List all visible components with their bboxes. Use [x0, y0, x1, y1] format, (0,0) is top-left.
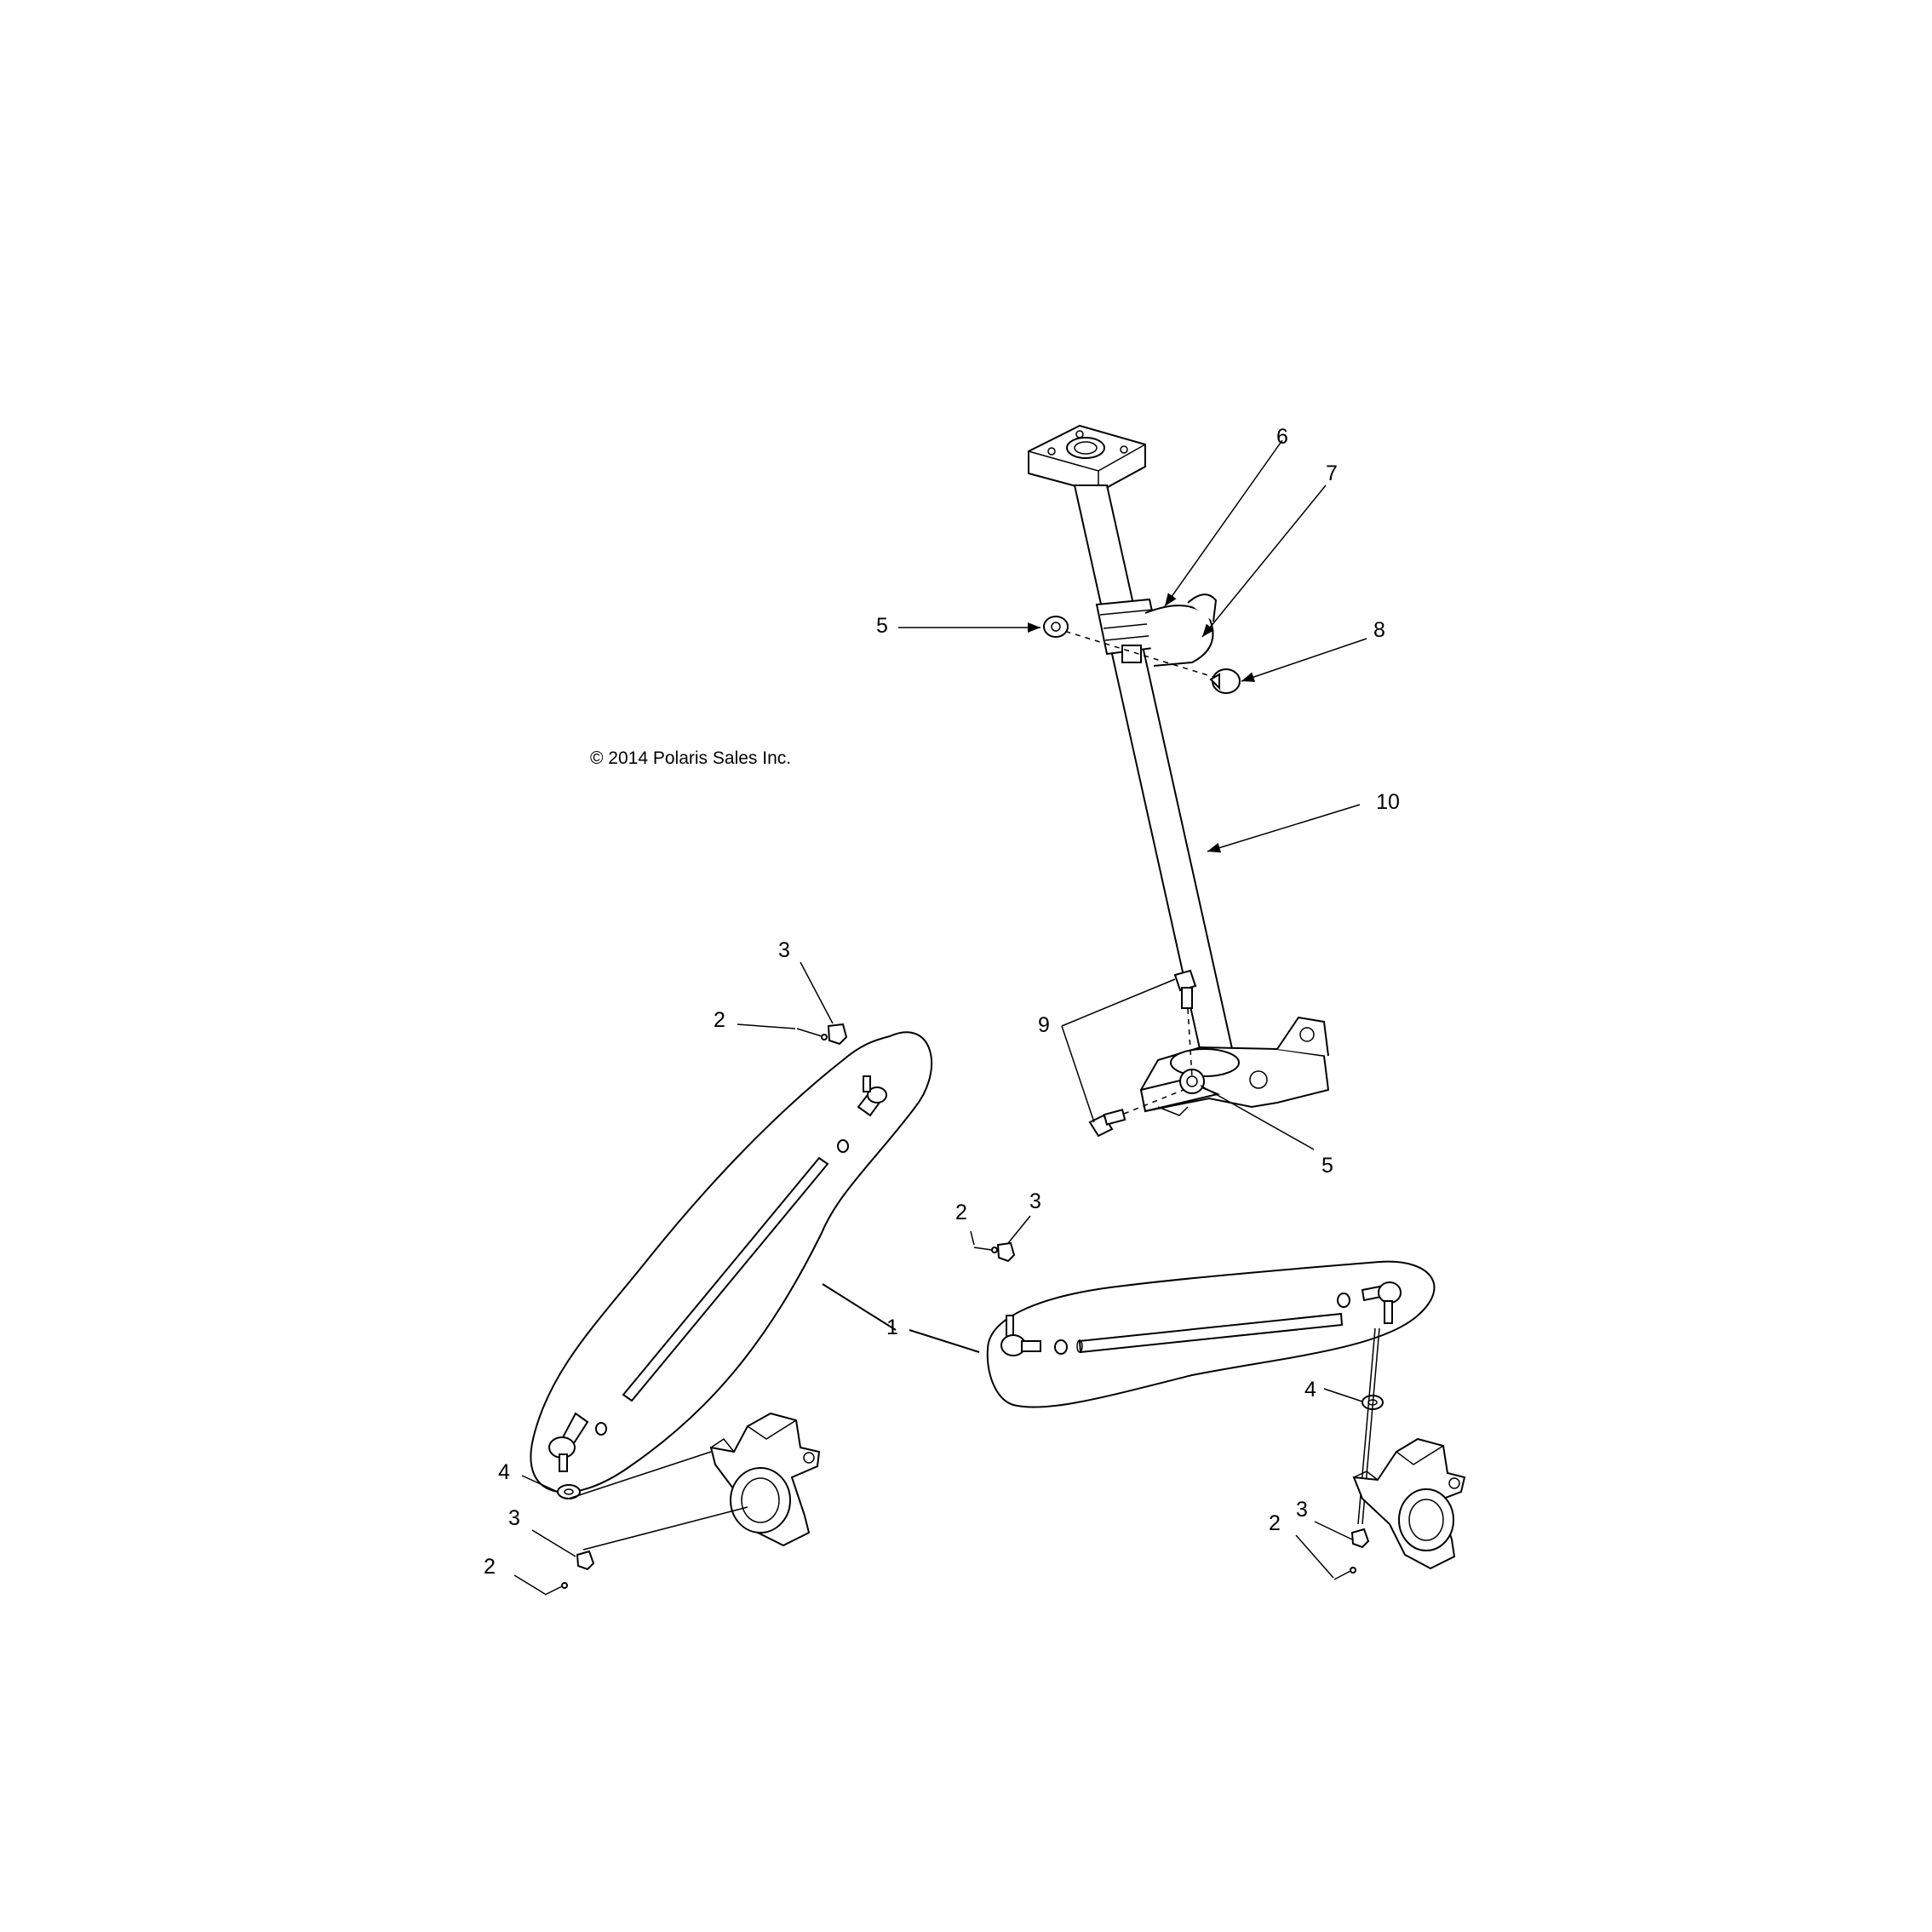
cotter-pin-bottom-left — [544, 1582, 568, 1596]
callout-3: 3 — [1296, 1498, 1308, 1522]
right-steering-knuckle — [1352, 1437, 1466, 1570]
callout-1: 1 — [886, 1316, 898, 1339]
steering-post-assembly — [1028, 424, 1330, 1138]
right-tie-rod-end-right — [1361, 1281, 1402, 1324]
left-steering-knuckle — [709, 1412, 821, 1547]
right-tie-rod-assembly — [986, 1260, 1436, 1408]
bearing-block — [1095, 598, 1161, 656]
left-tie-rod-end-upper — [857, 1075, 887, 1117]
callout-9: 9 — [1038, 1013, 1050, 1037]
cotter-pin-bottom-right — [1333, 1567, 1356, 1580]
steering-lower-base — [1139, 1016, 1330, 1116]
castle-nut-bottom-left — [576, 1550, 595, 1571]
callout-2: 2 — [1269, 1511, 1281, 1535]
callout-2: 2 — [484, 1555, 496, 1579]
left-jam-nut-lower — [595, 1422, 607, 1436]
callout-7: 7 — [1326, 462, 1338, 485]
callout-3: 3 — [508, 1506, 520, 1530]
pivot-plug — [1209, 668, 1241, 694]
callout-10: 10 — [1376, 790, 1400, 814]
castle-nut-bottom-right — [1350, 1528, 1370, 1549]
callout-6: 6 — [1276, 425, 1288, 449]
leader-lines — [513, 439, 1367, 1595]
flange-bolt-lower — [1088, 1109, 1127, 1138]
right-jam-nut-right — [1337, 1293, 1350, 1308]
callout-2: 2 — [955, 1201, 967, 1224]
callout-8: 8 — [1373, 618, 1385, 642]
left-jam-nut-upper — [837, 1139, 849, 1153]
flange-bolt-upper — [1173, 969, 1197, 1009]
cotter-pin-center — [973, 1247, 998, 1253]
cotter-pin-top-left — [796, 1028, 828, 1041]
callout-5: 5 — [876, 614, 888, 638]
steering-top-plate — [1028, 424, 1146, 494]
flange-nut-upper — [1043, 616, 1069, 638]
callout-3: 3 — [1029, 1190, 1041, 1213]
copyright-notice: © 2014 Polaris Sales Inc. — [590, 748, 791, 768]
callout-3: 3 — [778, 938, 790, 962]
callout-4: 4 — [1304, 1378, 1316, 1402]
left-tie-rod-assembly — [530, 1031, 933, 1493]
right-tie-rod-end-left — [1000, 1315, 1041, 1356]
bearing-clamp — [1121, 593, 1218, 667]
right-jam-nut-left — [1054, 1339, 1068, 1355]
castle-nut-center — [996, 1241, 1016, 1263]
steering-post-tube — [1073, 484, 1236, 1061]
callout-4: 4 — [498, 1460, 510, 1484]
callout-2: 2 — [714, 1008, 725, 1032]
callout-labels: 1 2 2 2 2 3 3 3 3 4 4 5 5 6 7 8 9 10 © 2… — [484, 425, 1400, 1579]
left-tie-rod-end-lower — [548, 1412, 589, 1472]
callout-5: 5 — [1321, 1154, 1333, 1178]
castle-nut-top-left — [827, 1023, 848, 1046]
